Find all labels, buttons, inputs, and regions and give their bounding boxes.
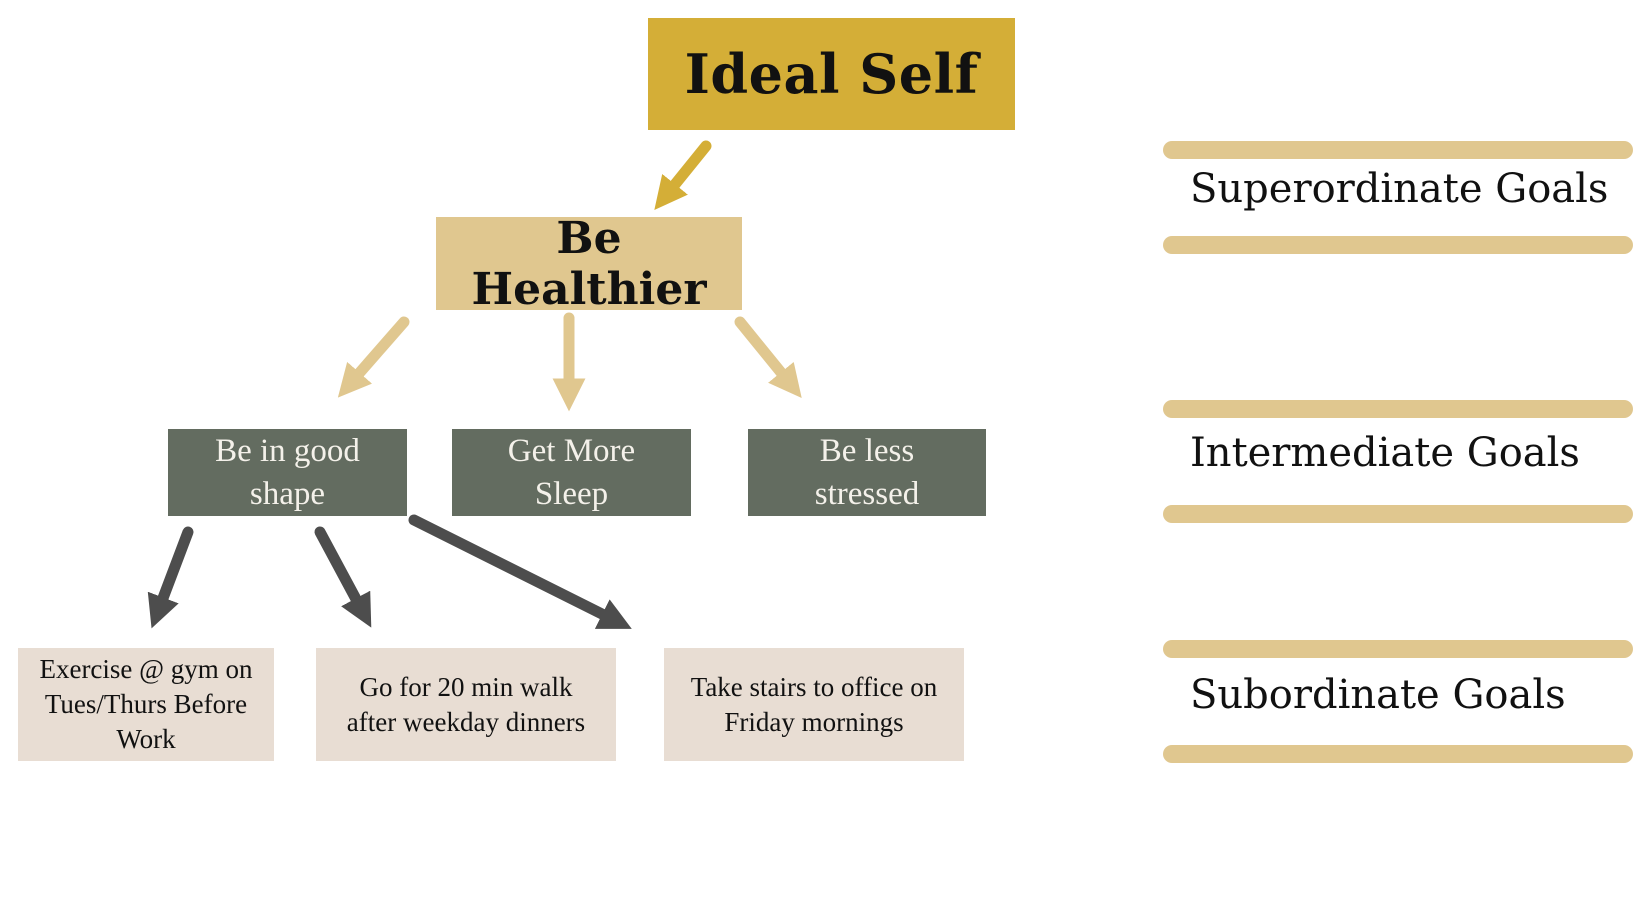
subordinate-goals-label: Subordinate Goals <box>1190 672 1566 718</box>
subordinate-top-bar <box>1163 640 1633 658</box>
arrow-shape-to-stairs <box>408 514 632 629</box>
ideal-self-label: Ideal Self <box>684 42 979 106</box>
arrow-healthier-to-stress <box>734 316 802 398</box>
be-healthier-label: Be Healthier <box>471 212 707 315</box>
superordinate-top-bar <box>1163 141 1633 159</box>
superordinate-goals-label: Superordinate Goals <box>1190 166 1609 212</box>
arrow-healthier-to-shape <box>337 316 410 398</box>
intermediate-goals-label: Intermediate Goals <box>1190 430 1580 476</box>
ideal-self-box: Ideal Self <box>648 18 1015 130</box>
intermediate-bottom-bar <box>1163 505 1633 523</box>
subordinate-bottom-bar <box>1163 745 1633 763</box>
arrow-shape-to-walk <box>314 526 372 628</box>
arrow-shape-to-gym <box>147 526 194 629</box>
superordinate-bottom-bar <box>1163 236 1633 254</box>
be-healthier-box: Be Healthier <box>436 213 742 315</box>
arrow-ideal-to-healthier <box>654 140 712 210</box>
intermediate-top-bar <box>1163 400 1633 418</box>
